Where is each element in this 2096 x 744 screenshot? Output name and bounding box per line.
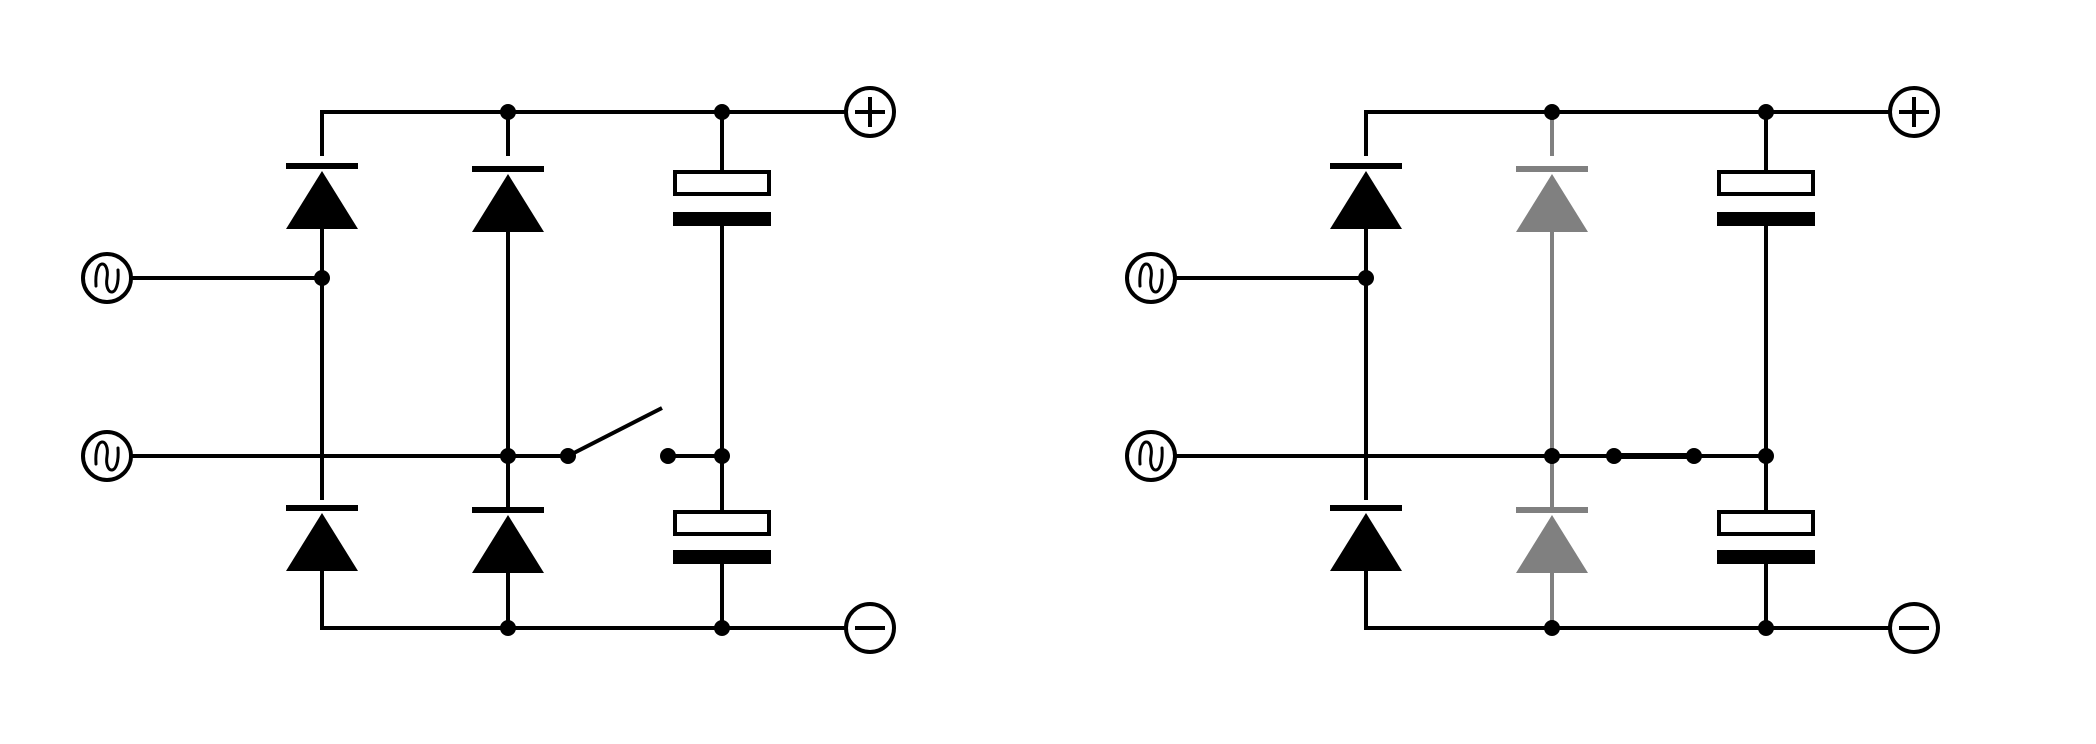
left-diode-bottom-middle	[472, 507, 544, 573]
right-diode-top-left-triangle	[1330, 171, 1402, 229]
left-diode-bottom-middle-bar	[472, 507, 544, 513]
right-top-rail	[1364, 110, 1890, 156]
left-capacitor-top	[673, 170, 771, 226]
left-junction-ac-top	[314, 270, 330, 286]
left-diode-top-left-bar	[286, 163, 358, 169]
right-bottom-rail	[1364, 560, 1890, 630]
left-capacitor-top-plate	[673, 170, 771, 196]
right-junction-mid-middle	[1544, 448, 1560, 464]
right-junction-mid-right	[1758, 448, 1774, 464]
right-diode-bottom-left-triangle	[1330, 513, 1402, 571]
right-junction-ac-top	[1358, 270, 1374, 286]
left-ac-source-top-icon-sine	[94, 262, 120, 294]
right-capacitor-top-bar	[1717, 212, 1815, 226]
left-junction-top-right	[714, 104, 730, 120]
right-diode-top-middle	[1516, 166, 1588, 232]
right-ac-source-top-icon: ~	[1125, 252, 1177, 304]
left-junction-mid-right	[714, 448, 730, 464]
left-junction-bottom-middle	[500, 620, 516, 636]
right-dc-positive-terminal-icon: +	[1888, 86, 1940, 138]
right-capacitor-bottom-bar	[1717, 550, 1815, 564]
left-circuit: ~ ~ + −	[81, 86, 896, 654]
right-diode-top-left-bar	[1330, 163, 1402, 169]
left-switch-contact-left	[560, 448, 576, 464]
left-junction-top-middle	[500, 104, 516, 120]
right-capacitor-top	[1717, 170, 1815, 226]
right-capacitor-bottom-plate	[1717, 510, 1815, 536]
left-diode-bottom-left-triangle	[286, 513, 358, 571]
left-dc-positive-terminal-icon: +	[844, 86, 896, 138]
left-switch-contact-right	[660, 448, 676, 464]
right-junction-top-right	[1758, 104, 1774, 120]
left-capacitor-bottom-plate	[673, 510, 771, 536]
right-diode-top-left	[1330, 163, 1402, 229]
left-capacitor-bottom	[673, 510, 771, 564]
left-diode-top-middle-bar	[472, 166, 544, 172]
right-junction-bottom-middle	[1544, 620, 1560, 636]
left-diode-bottom-left-bar	[286, 505, 358, 511]
left-junction-mid-middle	[500, 448, 516, 464]
left-ac-source-top-icon: ~	[81, 252, 133, 304]
right-switch-contact-left	[1606, 448, 1622, 464]
right-diode-bottom-left-bar	[1330, 505, 1402, 511]
right-diode-bottom-left	[1330, 505, 1402, 571]
right-ac-source-top-icon-sine	[1138, 262, 1164, 294]
left-capacitor-top-bar	[673, 212, 771, 226]
right-diode-bottom-middle-bar	[1516, 507, 1588, 513]
right-ac-source-bottom-icon-sine	[1138, 440, 1164, 472]
left-ac-source-bottom-icon: ~	[81, 430, 133, 482]
right-switch-contact-right	[1686, 448, 1702, 464]
right-ac-source-bottom-icon: ~	[1125, 430, 1177, 482]
left-junction-bottom-right	[714, 620, 730, 636]
right-capacitor-bottom	[1717, 510, 1815, 564]
left-ac-source-bottom-icon-sine	[94, 440, 120, 472]
left-diode-top-middle	[472, 166, 544, 232]
left-diode-top-left-triangle	[286, 171, 358, 229]
left-diode-bottom-middle-triangle	[472, 515, 544, 573]
right-diode-top-middle-triangle	[1516, 174, 1588, 232]
right-junction-bottom-right	[1758, 620, 1774, 636]
right-circuit: ~ ~ + −	[1125, 86, 1940, 654]
left-diode-top-middle-triangle	[472, 174, 544, 232]
left-diode-top-left	[286, 163, 358, 229]
right-diode-bottom-middle	[1516, 507, 1588, 573]
left-capacitor-bottom-bar	[673, 550, 771, 564]
right-diode-bottom-middle-triangle	[1516, 515, 1588, 573]
left-top-rail	[320, 110, 846, 156]
right-junction-top-middle	[1544, 104, 1560, 120]
left-switch-blade	[567, 406, 663, 458]
left-dc-negative-terminal-icon: −	[844, 602, 896, 654]
right-diode-top-middle-bar	[1516, 166, 1588, 172]
left-bottom-rail	[320, 560, 846, 630]
right-dc-negative-terminal-icon: −	[1888, 602, 1940, 654]
left-diode-bottom-left	[286, 505, 358, 571]
right-capacitor-top-plate	[1717, 170, 1815, 196]
